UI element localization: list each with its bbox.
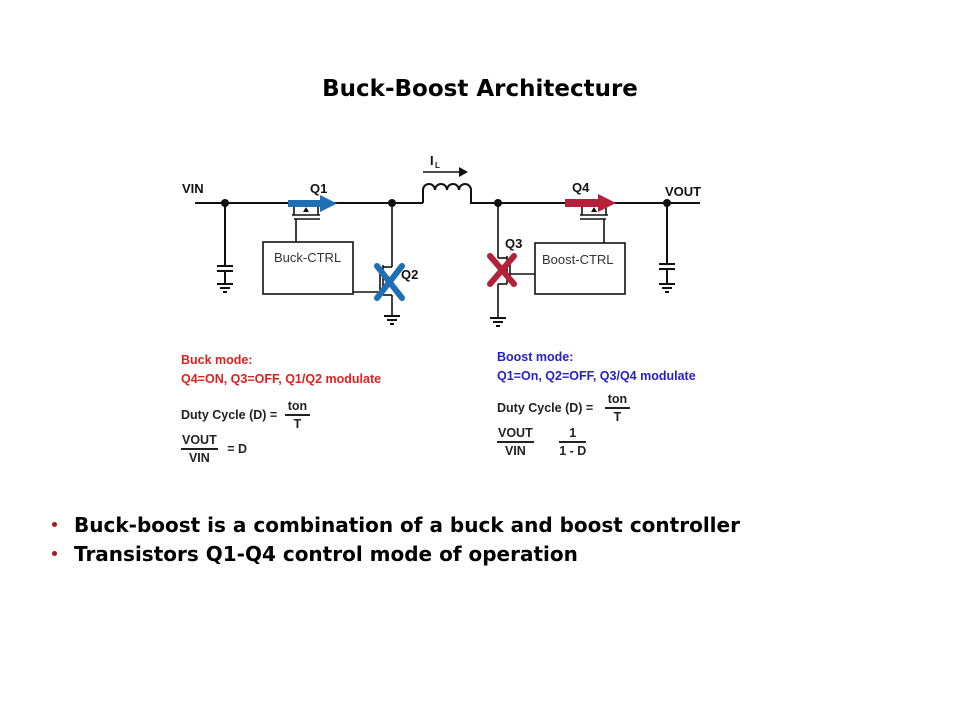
buck-ratio-denominator: VIN <box>188 451 210 465</box>
boost-ratio-denominator: VIN <box>504 444 526 458</box>
ground-icon <box>490 317 506 327</box>
vin-label: VIN <box>182 181 204 196</box>
vout-label: VOUT <box>665 184 701 199</box>
q4-label: Q4 <box>572 180 590 195</box>
buck-ctrl-box <box>262 241 354 295</box>
q3-label: Q3 <box>505 236 522 251</box>
boost-ratio-equation: VOUT VIN 1 1 - D <box>497 426 587 458</box>
slide-title: Buck-Boost Architecture <box>322 76 638 102</box>
boost-duty-label: Duty Cycle (D) = <box>497 401 594 415</box>
q4-transistor <box>580 207 608 243</box>
boost-duty-denominator: T <box>613 410 622 424</box>
inductor-current-subscript: L <box>435 161 440 170</box>
ground-icon <box>659 283 675 293</box>
boost-ratio-numerator: VOUT <box>497 426 534 443</box>
buck-duty-label: Duty Cycle (D) = <box>181 408 278 422</box>
output-capacitor <box>659 203 675 284</box>
boost-result-fraction: 1 1 - D <box>559 426 587 458</box>
inductor-current-arrow <box>423 167 468 177</box>
q1-transistor <box>292 207 320 242</box>
buck-duty-cycle-equation: Duty Cycle (D) = ton T <box>181 399 311 431</box>
buck-ratio-numerator: VOUT <box>181 433 218 450</box>
buck-ratio-result: = D <box>227 442 248 456</box>
boost-mode-title: Boost mode: <box>497 350 574 364</box>
inductor <box>422 183 482 204</box>
buck-ratio-fraction: VOUT VIN <box>181 433 218 465</box>
buck-duty-fraction: ton T <box>284 399 311 431</box>
bullet-dot-icon <box>52 551 57 556</box>
boost-ctrl-box <box>534 242 626 295</box>
ground-icon <box>217 283 233 293</box>
boost-mode-condition: Q1=On, Q2=OFF, Q3/Q4 modulate <box>497 369 696 383</box>
q1-label: Q1 <box>310 181 327 196</box>
q2-disabled-x-icon <box>374 263 405 301</box>
bullet-dot-icon <box>52 522 57 527</box>
boost-result-denominator: 1 - D <box>559 444 587 458</box>
buck-ratio-equation: VOUT VIN = D <box>181 433 247 465</box>
q2-label: Q2 <box>401 267 418 282</box>
bullet-item: Buck-boost is a combination of a buck an… <box>50 510 740 539</box>
boost-duty-cycle-equation: Duty Cycle (D) = ton T <box>497 392 631 424</box>
q4-active-arrow-icon <box>565 194 616 212</box>
inductor-current-label: I <box>430 153 434 168</box>
q1-active-arrow-icon <box>288 195 337 212</box>
boost-mode-panel: Boost mode: Q1=On, Q2=OFF, Q3/Q4 modulat… <box>497 348 696 386</box>
boost-result-numerator: 1 <box>559 426 587 443</box>
buck-mode-title: Buck mode: <box>181 353 253 367</box>
bullet-list: Buck-boost is a combination of a buck an… <box>50 510 740 568</box>
boost-ctrl-label: Boost-CTRL <box>542 252 614 267</box>
input-capacitor <box>217 203 233 284</box>
boost-duty-fraction: ton T <box>604 392 631 424</box>
bullet-text: Buck-boost is a combination of a buck an… <box>74 512 740 537</box>
bullet-text: Transistors Q1-Q4 control mode of operat… <box>74 541 578 566</box>
buck-duty-denominator: T <box>293 417 302 431</box>
buck-mode-condition: Q4=ON, Q3=OFF, Q1/Q2 modulate <box>181 372 382 386</box>
buck-ctrl-label: Buck-CTRL <box>274 250 341 265</box>
q3-disabled-x-icon <box>487 253 517 287</box>
buck-duty-numerator: ton <box>284 399 311 416</box>
boost-duty-numerator: ton <box>604 392 631 409</box>
bullet-item: Transistors Q1-Q4 control mode of operat… <box>50 539 740 568</box>
buck-mode-panel: Buck mode: Q4=ON, Q3=OFF, Q1/Q2 modulate <box>181 351 381 389</box>
ground-icon <box>384 315 400 325</box>
boost-ratio-fraction: VOUT VIN <box>497 426 534 458</box>
